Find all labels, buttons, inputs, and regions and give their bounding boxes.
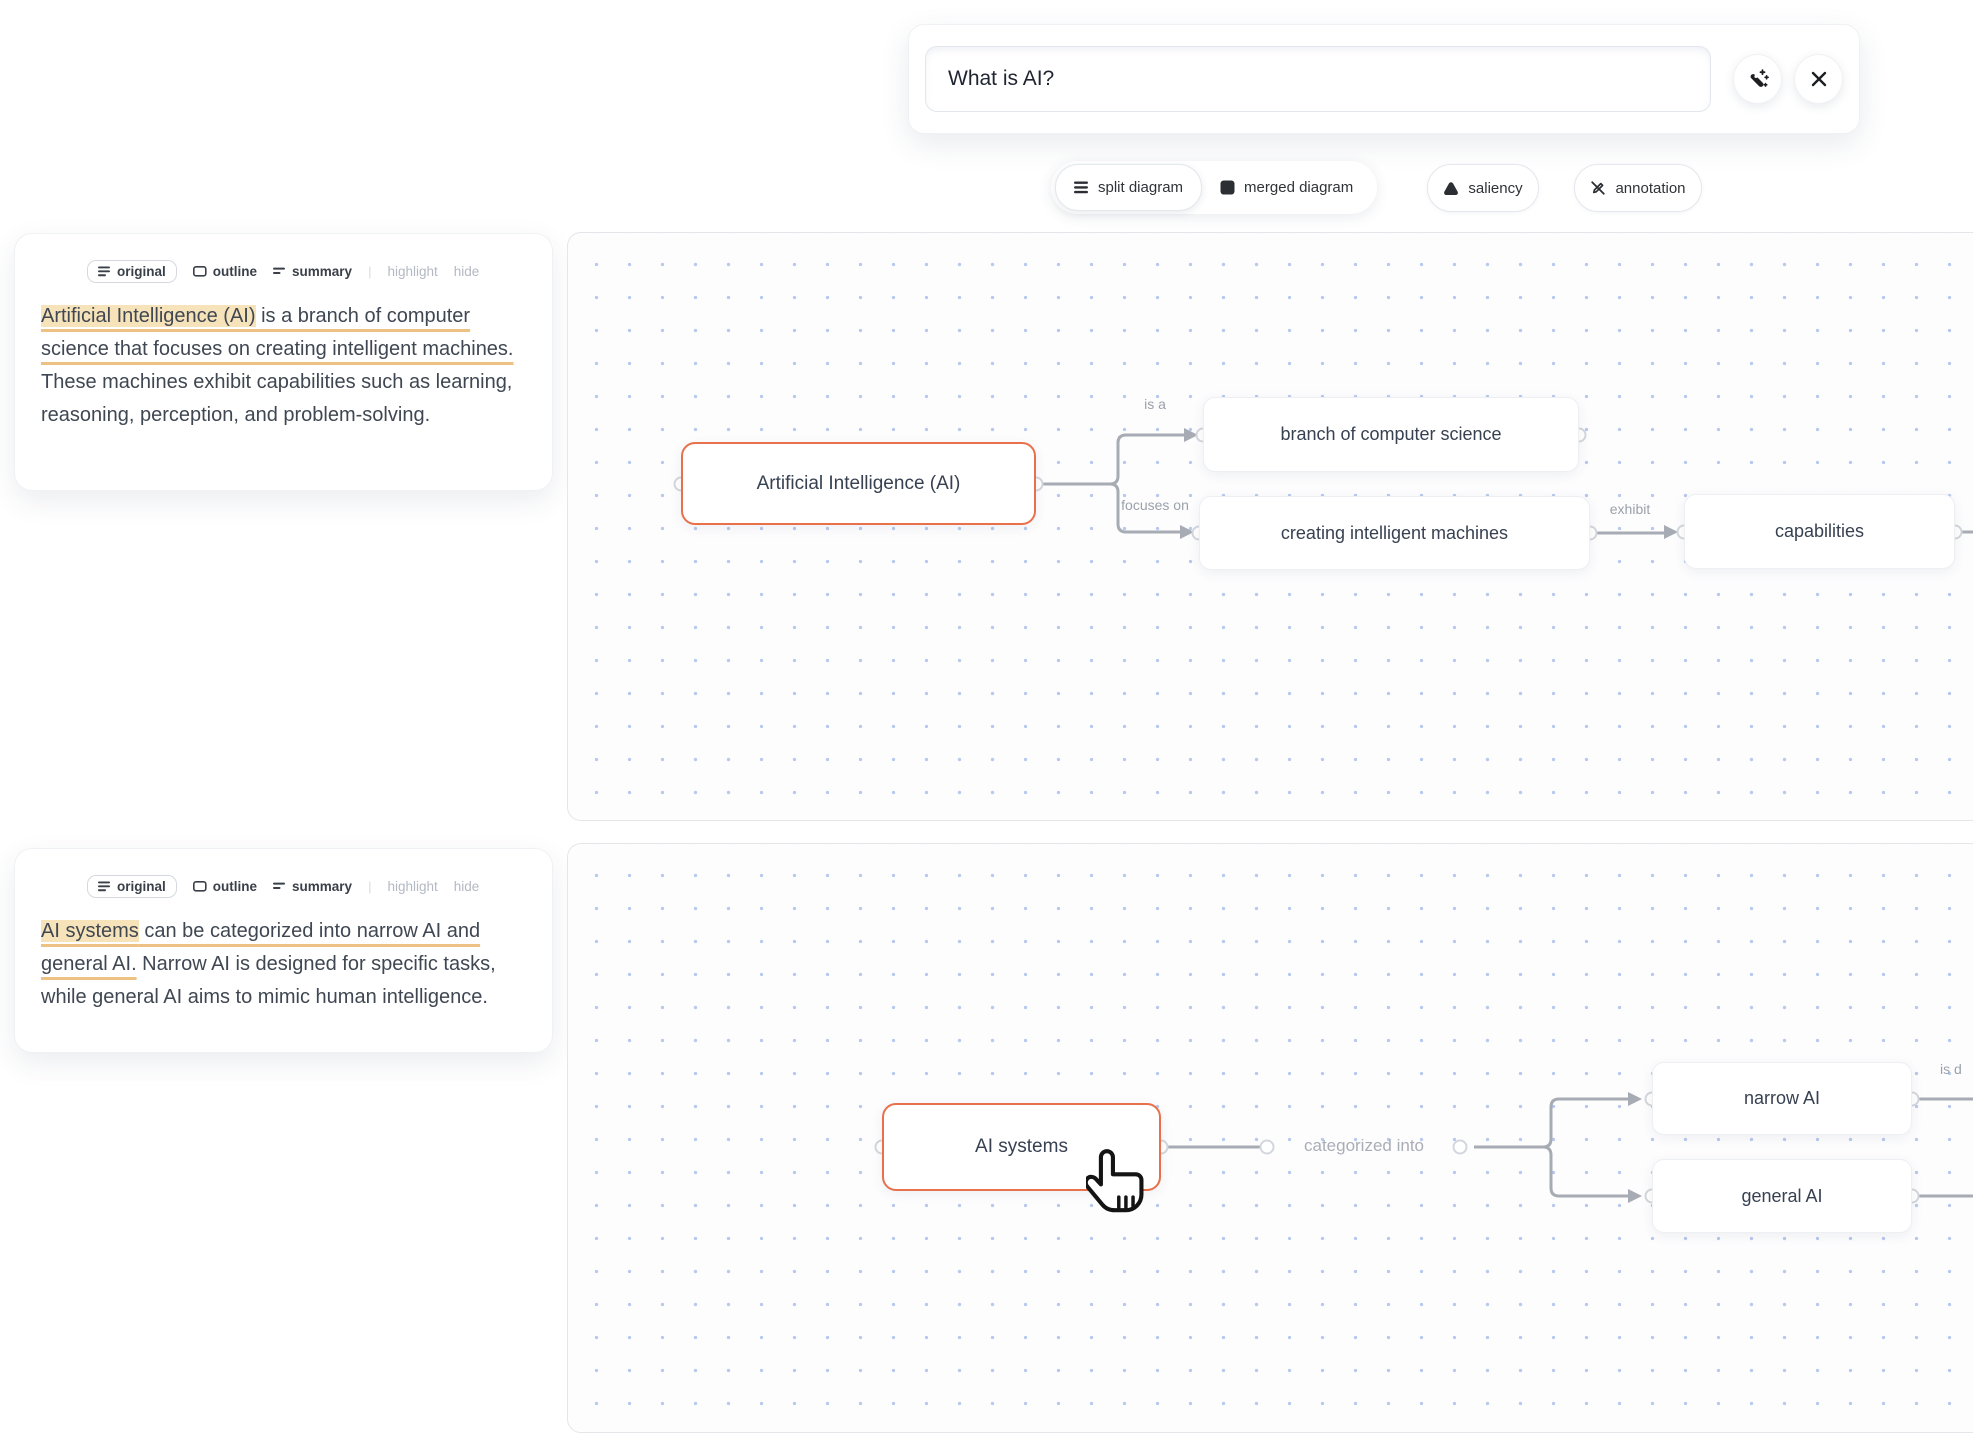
edges-layer: [874, 1091, 1973, 1204]
node-narrow-ai[interactable]: narrow AI: [1652, 1062, 1912, 1135]
port[interactable]: [1452, 1139, 1468, 1155]
text-segment-plain: Narrow AI is designed for specific tasks…: [41, 953, 496, 1008]
tab-highlight[interactable]: highlight: [387, 263, 438, 279]
source-panel-1: original outline summary | highlight hid…: [14, 233, 553, 491]
tab-outline[interactable]: outline: [192, 878, 258, 894]
chip-annotation[interactable]: annotation: [1574, 164, 1702, 212]
chip-split-diagram[interactable]: split diagram: [1055, 164, 1203, 211]
tab-original[interactable]: original: [87, 874, 177, 898]
node-branch-of-computer-science[interactable]: branch of computer science: [1203, 397, 1579, 472]
tab-label: summary: [292, 263, 353, 279]
port[interactable]: [1259, 1139, 1275, 1155]
source-text: AI systems can be categorized into narro…: [41, 915, 526, 1014]
magic-wand-button[interactable]: [1733, 54, 1782, 104]
node-general-ai[interactable]: general AI: [1652, 1159, 1912, 1233]
magic-wand-icon: [1750, 69, 1769, 87]
original-icon: [98, 266, 110, 276]
diagram-mode-switch: split diagram merged diagram: [1051, 161, 1378, 214]
chip-label: annotation: [1615, 179, 1686, 197]
tab-divider: |: [368, 878, 372, 894]
text-segment-highlighted: Artificial Intelligence (AI): [41, 305, 256, 327]
tab-outline[interactable]: outline: [192, 263, 258, 279]
tab-label: summary: [292, 878, 353, 894]
diagram-canvas-2[interactable]: categorized into is d AI systems narrow …: [567, 843, 1973, 1433]
filled-triangle-icon: [1444, 181, 1459, 195]
close-button[interactable]: [1794, 54, 1843, 104]
node-capabilities[interactable]: capabilities: [1684, 494, 1955, 569]
tab-label: outline: [212, 263, 258, 279]
tab-summary[interactable]: summary: [273, 879, 352, 894]
tab-hide[interactable]: hide: [453, 263, 480, 279]
source-panel-2: original outline summary | highlight hid…: [14, 848, 553, 1053]
summary-icon: [273, 267, 286, 274]
original-icon: [98, 881, 110, 891]
node-artificial-intelligence[interactable]: Artificial Intelligence (AI): [681, 442, 1036, 525]
tab-hide[interactable]: hide: [453, 878, 480, 894]
query-card: [908, 24, 1860, 134]
chip-label: saliency: [1468, 179, 1523, 197]
node-ai-systems[interactable]: AI systems: [882, 1103, 1161, 1191]
pen-slash-icon: [1591, 181, 1606, 195]
source-text: Artificial Intelligence (AI) is a branch…: [41, 300, 526, 432]
outline-icon: [192, 880, 207, 892]
text-segment-plain: These machines exhibit capabilities such…: [41, 371, 513, 426]
chip-label: split diagram: [1098, 179, 1184, 196]
chip-label: merged diagram: [1244, 179, 1354, 196]
chip-merged-diagram[interactable]: merged diagram: [1202, 165, 1371, 210]
tab-summary[interactable]: summary: [273, 264, 352, 279]
text-segment-underlined: is a branch of computer science that foc…: [41, 305, 514, 360]
node-creating-intelligent-machines[interactable]: creating intelligent machines: [1199, 496, 1590, 570]
tab-highlight[interactable]: highlight: [387, 878, 438, 894]
tab-label: outline: [212, 878, 258, 894]
text-segment-highlighted: AI systems: [41, 920, 139, 942]
question-input[interactable]: [925, 46, 1711, 112]
tab-label: original: [117, 878, 166, 894]
filled-square-icon: [1220, 180, 1235, 195]
outline-icon: [192, 265, 207, 277]
tab-label: original: [117, 263, 166, 279]
tab-original[interactable]: original: [87, 259, 177, 283]
text-segment-underlined: can be categorized into narrow AI and ge…: [41, 920, 481, 975]
panel-tabs: original outline summary | highlight hid…: [87, 873, 526, 899]
panel-tabs: original outline summary | highlight hid…: [87, 258, 526, 284]
list-lines-icon: [1074, 181, 1088, 194]
diagram-canvas-1[interactable]: is a focuses on exhibit Artificial Intel…: [567, 232, 1973, 821]
summary-icon: [273, 882, 286, 889]
chip-saliency[interactable]: saliency: [1427, 164, 1539, 212]
tab-divider: |: [368, 263, 372, 279]
close-icon: [1811, 71, 1826, 87]
